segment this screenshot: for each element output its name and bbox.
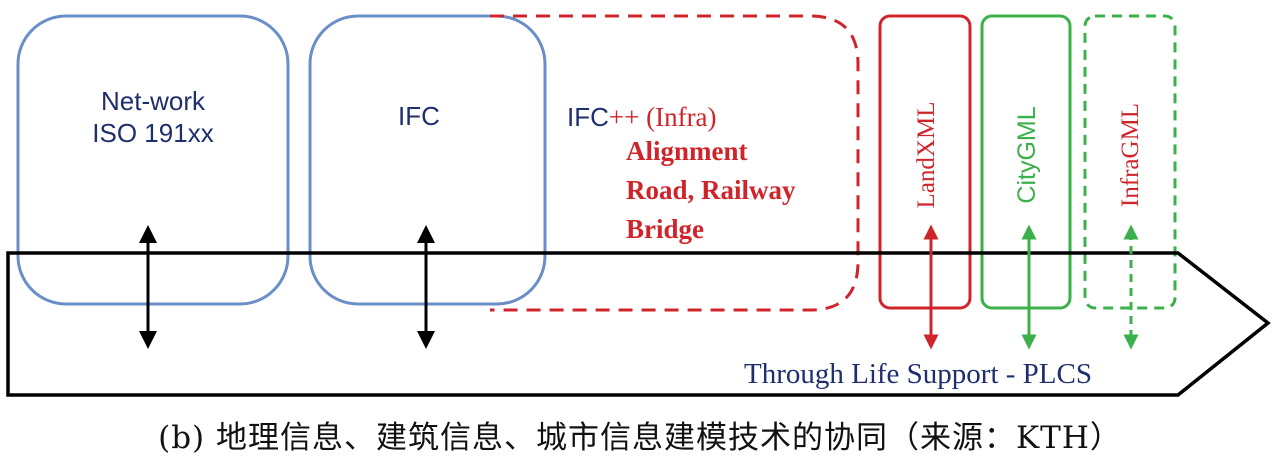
plcs-label: Through Life Support - PLCS bbox=[744, 358, 1092, 390]
network-label-line2: ISO 191xx bbox=[92, 118, 213, 148]
landxml-box: LandXML bbox=[878, 14, 972, 310]
citygml-box: CityGML bbox=[980, 14, 1072, 310]
plcs-arrow: Through Life Support - PLCS bbox=[6, 251, 1271, 397]
ifc-infra-title: IFC++ (Infra) bbox=[567, 102, 717, 132]
ifc-label: IFC bbox=[398, 101, 440, 131]
citygml-label: CityGML bbox=[1013, 106, 1041, 203]
ifc-infra-box: IFC++ (Infra) Alignment Road, Railway Br… bbox=[490, 14, 860, 312]
ifc-infra-title-ifc: IFC bbox=[567, 102, 609, 132]
ifc-infra-item-road-railway: Road, Railway bbox=[626, 175, 796, 205]
figure-caption: (b) 地理信息、建筑信息、城市信息建模技术的协同（来源：KTH） bbox=[158, 420, 1122, 456]
infragml-label: InfraGML bbox=[1117, 103, 1144, 207]
landxml-label: LandXML bbox=[913, 102, 940, 209]
ifc-infra-item-bridge: Bridge bbox=[626, 214, 704, 244]
network-label-line1: Net-work bbox=[101, 86, 206, 116]
ifc-infra-item-alignment: Alignment bbox=[626, 136, 748, 166]
network-box: Net-work ISO 191xx bbox=[16, 14, 290, 306]
ifc-infra-title-suffix: ++ (Infra) bbox=[609, 102, 717, 132]
